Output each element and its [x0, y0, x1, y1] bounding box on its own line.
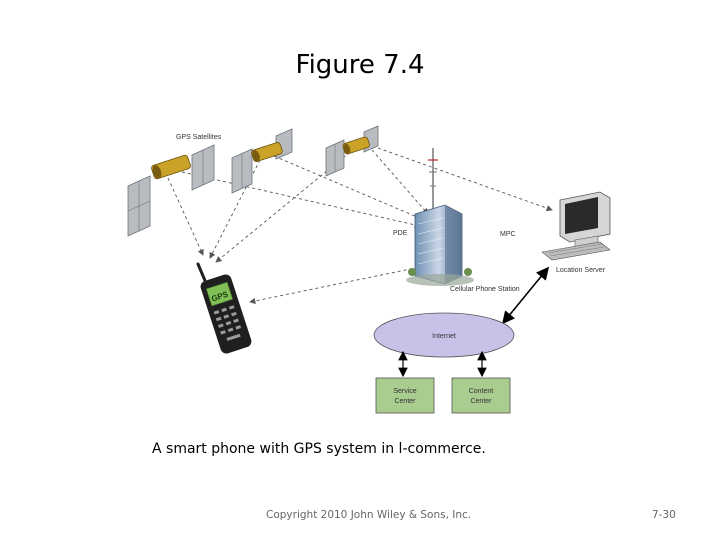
signal-sat3-phone	[215, 151, 351, 263]
label-internet: Internet	[432, 333, 456, 340]
signal-lines	[167, 147, 553, 304]
signal-sat3-tower	[371, 149, 429, 215]
label-content-center-line2: Center	[470, 398, 492, 405]
label-pde: PDE	[393, 230, 408, 237]
satellite-icon	[127, 144, 215, 237]
signal-sat1-phone	[167, 177, 204, 256]
figure-caption: A smart phone with GPS system in l-comme…	[152, 441, 486, 457]
label-cellular-phone-station: Cellular Phone Station	[450, 286, 520, 293]
slide-title: Figure 7.4	[295, 50, 425, 80]
satellite-icon	[231, 128, 293, 194]
footer-page-number: 7-30	[652, 509, 676, 521]
signal-tower-phone	[249, 264, 431, 304]
service-center-box: Service Center	[375, 377, 435, 414]
signal-sat2-tower	[273, 155, 425, 221]
label-gps-satellites: GPS Satellites	[176, 134, 222, 141]
cell-tower-icon	[428, 148, 438, 215]
computer-server-icon	[541, 191, 611, 261]
satellite-icon	[325, 125, 379, 177]
label-service-center-line2: Center	[394, 398, 416, 405]
label-content-center-line1: Content	[469, 388, 494, 395]
signal-sat1-tower	[181, 171, 421, 228]
content-center-box: Content Center	[451, 377, 511, 414]
internet-cloud	[373, 312, 515, 358]
footer-copyright: Copyright 2010 John Wiley & Sons, Inc.	[266, 509, 472, 521]
internet-center-links	[398, 350, 487, 378]
office-building-icon	[406, 204, 474, 286]
signal-sat3-server	[377, 147, 553, 212]
label-mpc: MPC	[500, 231, 516, 238]
label-location-server: Location Server	[556, 267, 606, 274]
smartphone-icon: GPS	[196, 262, 252, 354]
link-server-internet	[501, 266, 550, 325]
label-service-center-line1: Service	[393, 388, 416, 395]
